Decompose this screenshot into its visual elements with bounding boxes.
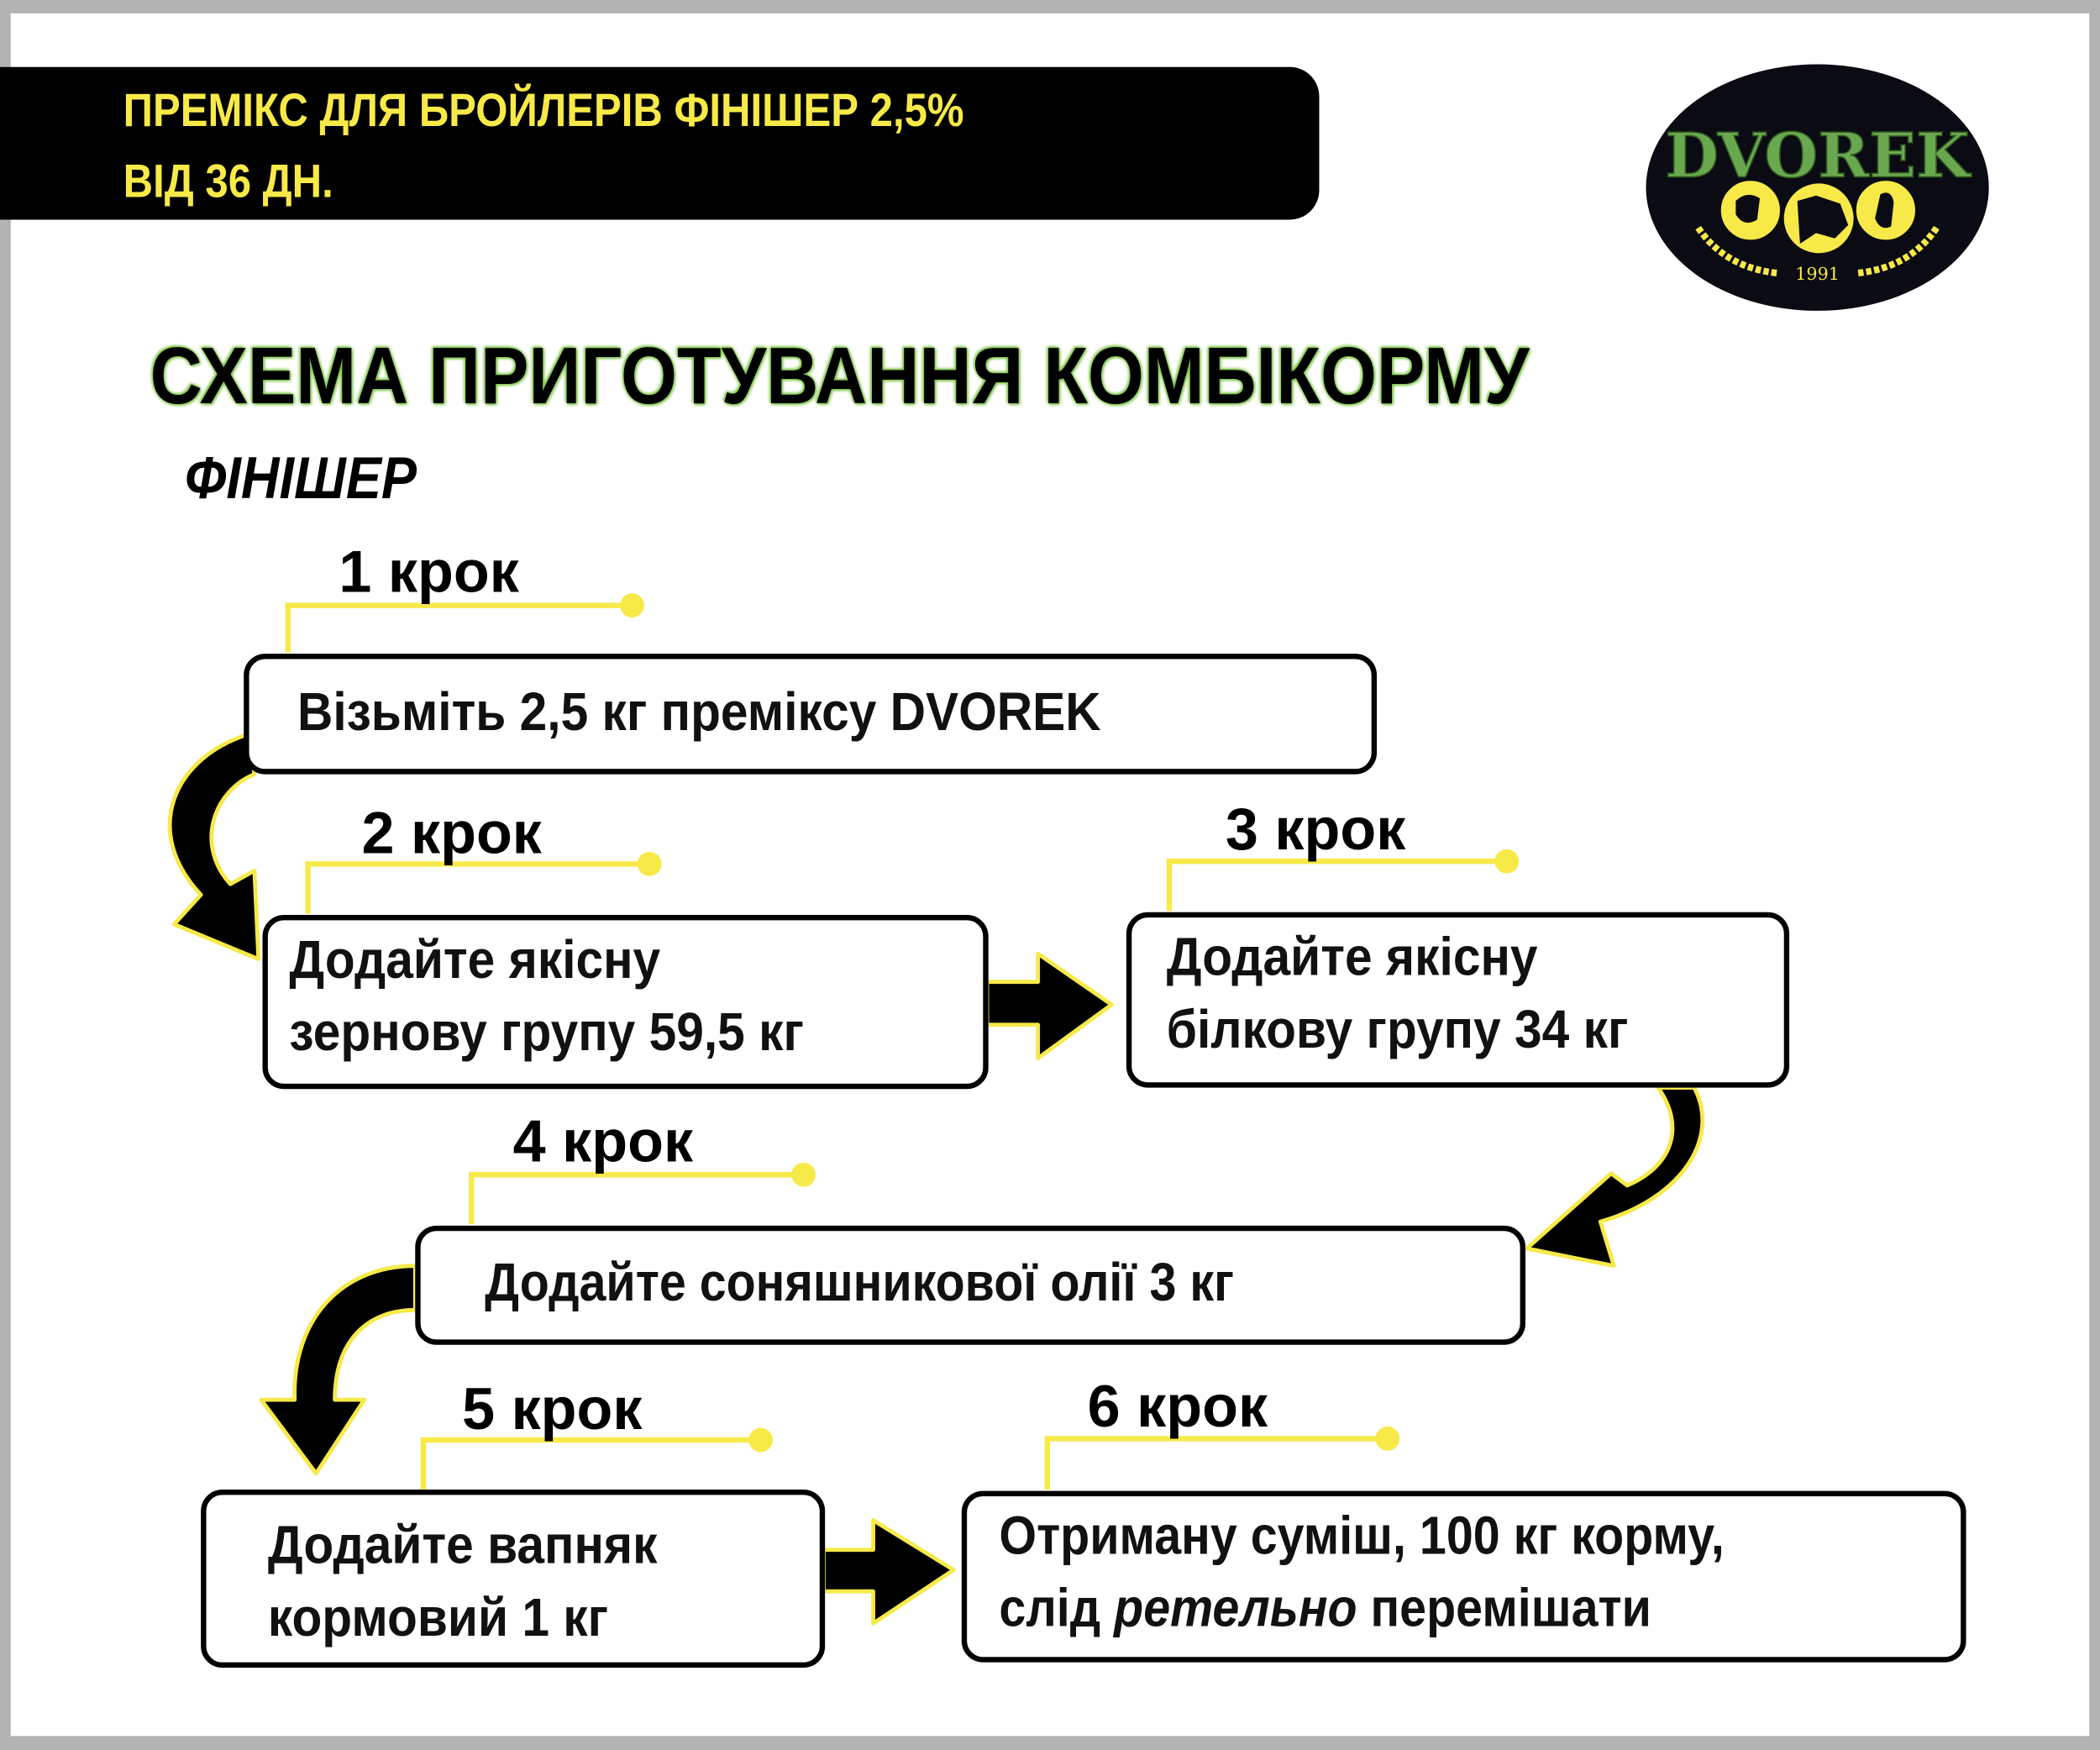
step-4-label: 4 крок: [512, 1109, 694, 1175]
arrow-step3-to-step4: [1525, 1085, 1705, 1269]
step-3-connector: [1166, 859, 1507, 912]
cow-icon: [1797, 195, 1849, 244]
step-5-label: 5 крок: [462, 1377, 643, 1443]
step-6-line-2: слід ретельно перемішати: [999, 1573, 1724, 1645]
step-6-line-2-part-3: перемішати: [1357, 1579, 1651, 1638]
step-1-label: 1 крок: [339, 539, 519, 606]
arrow-step4-to-step5: [259, 1264, 417, 1476]
arrow-step1-to-step2: [167, 732, 261, 961]
page-background: [10, 13, 2090, 1737]
page-subtitle: ФІНІШЕР: [185, 445, 417, 512]
logo-year: 1991: [1795, 264, 1840, 284]
wheat-icon: [1695, 225, 1940, 277]
step-3-label: 3 крок: [1225, 796, 1406, 863]
step-1-text: Візьміть 2,5 кг преміксу DVOREK: [297, 683, 1101, 743]
step-1-connector: [285, 602, 633, 653]
step-2-box: [262, 914, 989, 1090]
step-5-line-2: кормовий 1 кг: [267, 1588, 609, 1648]
step-4-connector: [469, 1172, 804, 1225]
step-2-connector: [305, 861, 650, 914]
step-6-connector: [1044, 1436, 1388, 1490]
step-6-emphasis: ретельно: [1114, 1579, 1357, 1638]
step-5-line-1: Додайте вапняк: [267, 1516, 658, 1576]
step-6-text: Отриману суміш, 100 кг корму, слід ретел…: [999, 1500, 1724, 1645]
step-2-line-2: зернову групу 59,5 кг: [289, 1003, 804, 1063]
step-5-connector: [420, 1437, 761, 1490]
step-6-label: 6 крок: [1087, 1374, 1268, 1440]
page-title: СХЕМА ПРИГОТУВАННЯ КОМБІКОРМУ: [150, 330, 1530, 421]
arrow-step2-to-step3: [984, 951, 1114, 1060]
logo-brand: DVOREK: [1665, 119, 1971, 192]
header-line-1: ПРЕМІКС ДЛЯ БРОЙЛЕРІВ ФІНІШЕР 2,5%: [123, 84, 964, 137]
step-3-line-1: Додайте якісну: [1166, 928, 1538, 988]
step-4-box: [415, 1225, 1526, 1345]
step-2-text: Додайте якісну зернову групу 59,5 кг: [289, 924, 804, 1069]
step-2-line-1: Додайте якісну: [289, 931, 661, 991]
arrow-step5-to-step6: [822, 1518, 956, 1626]
pig-icon: [1875, 192, 1894, 229]
header-bar: [0, 66, 1320, 220]
step-4-text: Додайте соняшникової олії 3 кг: [485, 1253, 1234, 1313]
step-6-line-2-part-1: слід: [999, 1579, 1115, 1638]
chicken-icon: [1735, 194, 1761, 223]
step-3-text: Додайте якісну білкову групу 34 кг: [1167, 922, 1629, 1066]
step-1-box: [244, 654, 1378, 775]
step-3-box: [1126, 912, 1790, 1088]
step-6-box: [961, 1490, 1966, 1663]
step-2-label: 2 крок: [361, 801, 542, 867]
step-5-text: Додайте вапняк кормовий 1 кг: [268, 1510, 658, 1654]
header-line-2: ВІД 36 ДН.: [123, 155, 333, 208]
step-3-line-2: білкову групу 34 кг: [1166, 1001, 1629, 1060]
step-6-line-1: Отриману суміш, 100 кг корму,: [999, 1506, 1725, 1566]
step-5-box: [201, 1489, 826, 1669]
